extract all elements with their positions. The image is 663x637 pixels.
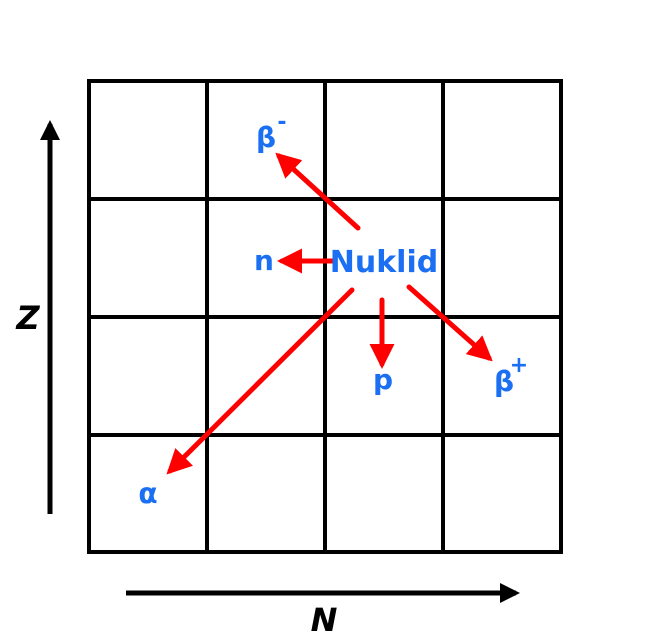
n-axis-label: N <box>311 601 338 637</box>
beta-minus-symbol: β <box>256 121 276 154</box>
z-axis-label: Z <box>15 299 40 337</box>
neutron-label: n <box>254 244 274 277</box>
decay-arrows <box>166 152 493 475</box>
beta-minus-sup: - <box>277 110 286 135</box>
nuklid-label: Nuklid <box>330 245 438 280</box>
arrow-beta-minus <box>275 152 361 231</box>
beta-minus-label: β - <box>256 110 287 154</box>
beta-plus-symbol: β <box>494 365 514 398</box>
beta-plus-sup: + <box>510 353 528 378</box>
n-axis: N <box>126 583 520 637</box>
grid <box>87 79 563 554</box>
alpha-label: α <box>138 477 157 510</box>
proton-label: p <box>373 363 393 396</box>
z-axis: Z <box>15 120 60 514</box>
arrow-alpha <box>166 287 355 475</box>
beta-plus-label: β + <box>494 353 528 398</box>
arrow-beta-plus <box>406 284 493 362</box>
